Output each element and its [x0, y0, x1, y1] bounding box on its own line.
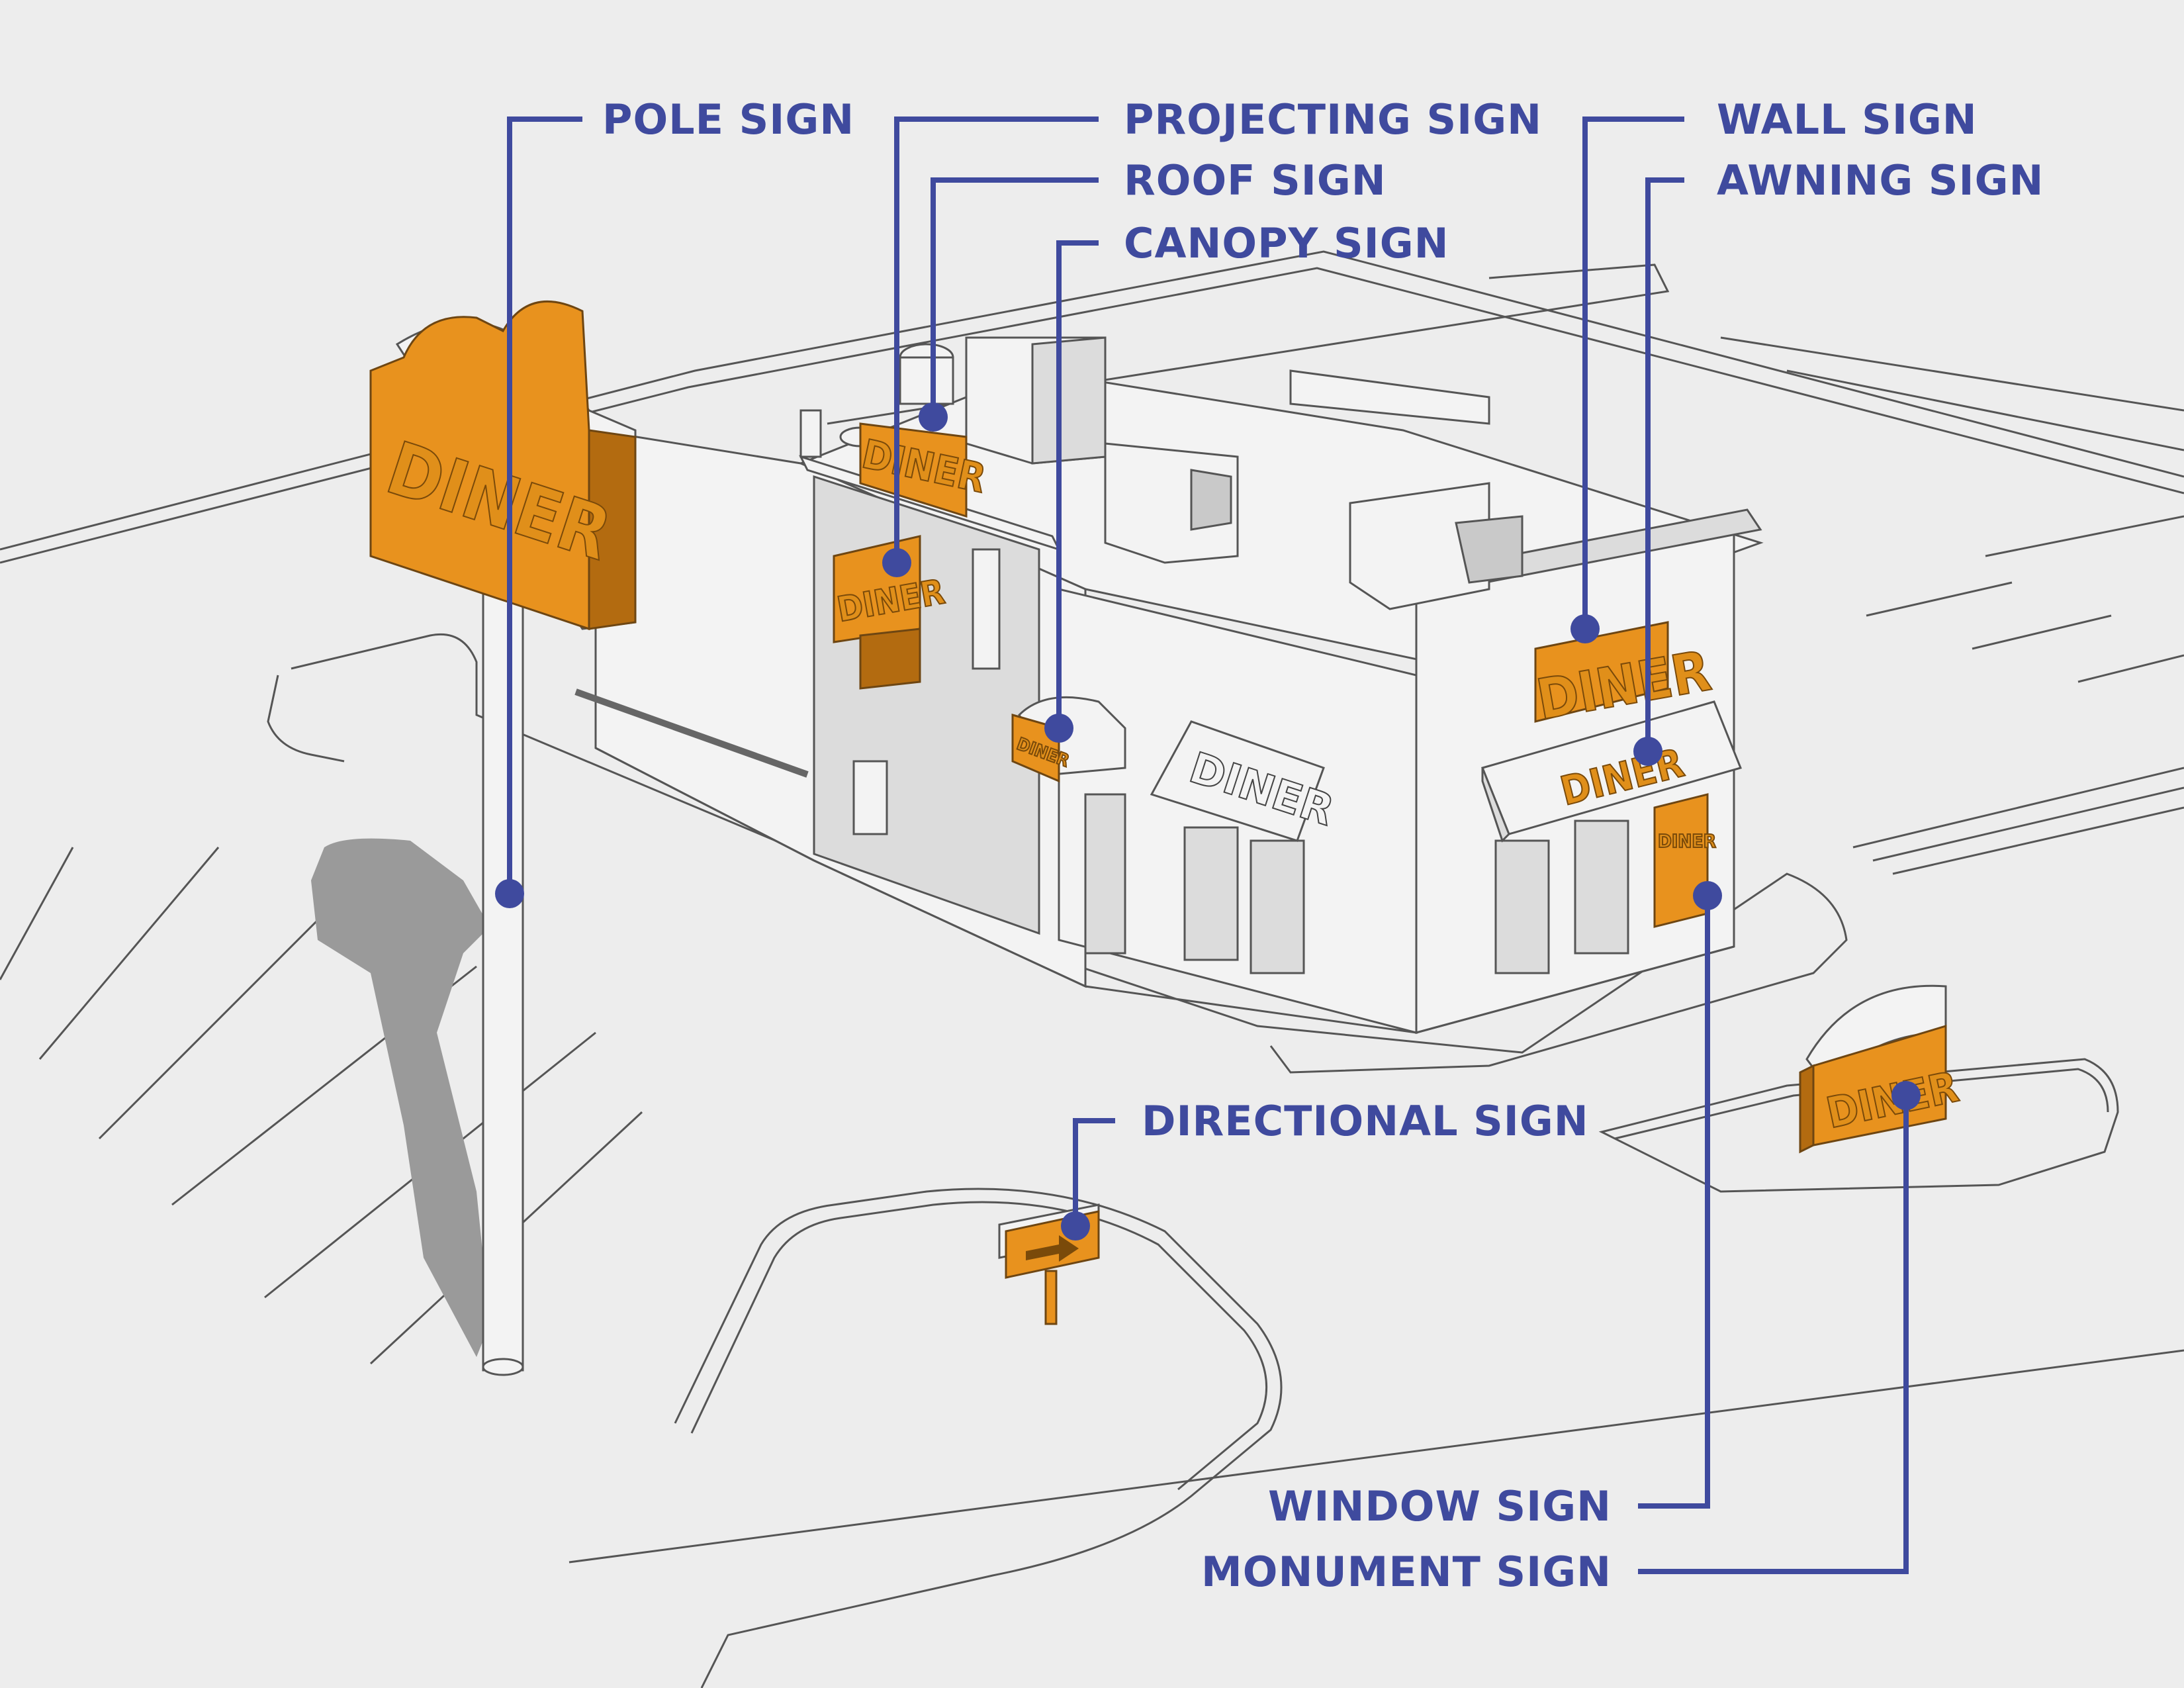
roof-sign-dot — [919, 402, 948, 432]
crosswalk — [1852, 767, 2184, 875]
label-window-sign: WINDOW SIGN — [1268, 1482, 1612, 1530]
callout-labels: POLE SIGN PROJECTING SIGN ROOF SIGN CANO… — [602, 95, 2044, 1596]
label-monument-sign: MONUMENT SIGN — [1201, 1548, 1612, 1596]
label-canopy-sign: CANOPY SIGN — [1124, 219, 1449, 267]
label-wall-sign: WALL SIGN — [1717, 95, 1978, 144]
canopy-sign-dot — [1044, 714, 1073, 743]
directional-sign-leader — [1073, 1118, 1115, 1226]
monument-sign-leader — [1638, 1096, 1909, 1574]
label-projecting-sign: PROJECTING SIGN — [1124, 95, 1542, 144]
label-roof-sign: ROOF SIGN — [1124, 156, 1387, 205]
projecting-sign-dot — [882, 548, 911, 577]
awning-sign: DINER — [1480, 700, 1743, 843]
pole-sign-dot — [495, 879, 524, 908]
projecting-sign-leader — [894, 117, 1099, 563]
pole-sign-leader — [507, 117, 582, 894]
pole-sign-shadow — [311, 838, 490, 1357]
wall-sign-dot — [1570, 614, 1600, 643]
directional-sign-dot — [1061, 1211, 1090, 1241]
window-sign-dot — [1693, 881, 1722, 910]
label-pole-sign: POLE SIGN — [602, 95, 854, 144]
roof-sign-leader — [931, 177, 1099, 417]
awning-sign-leader — [1645, 177, 1684, 751]
label-awning-sign: AWNING SIGN — [1717, 156, 2044, 205]
window-sign-text: DINER — [1658, 830, 1716, 852]
window-sign: DINER — [1653, 793, 1717, 928]
monument-sign-dot — [1891, 1081, 1921, 1110]
monument-sign: DINER — [1799, 984, 1964, 1154]
awning-sign-dot — [1633, 737, 1662, 766]
callout-lines — [495, 117, 1921, 1574]
canopy-sign-leader — [1056, 240, 1099, 728]
label-directional-sign: DIRECTIONAL SIGN — [1142, 1097, 1589, 1145]
wall-sign-leader — [1582, 117, 1684, 629]
diner-building — [574, 336, 1764, 1034]
pole-sign: DINER — [369, 301, 637, 1376]
window-sign-leader — [1638, 896, 1710, 1509]
